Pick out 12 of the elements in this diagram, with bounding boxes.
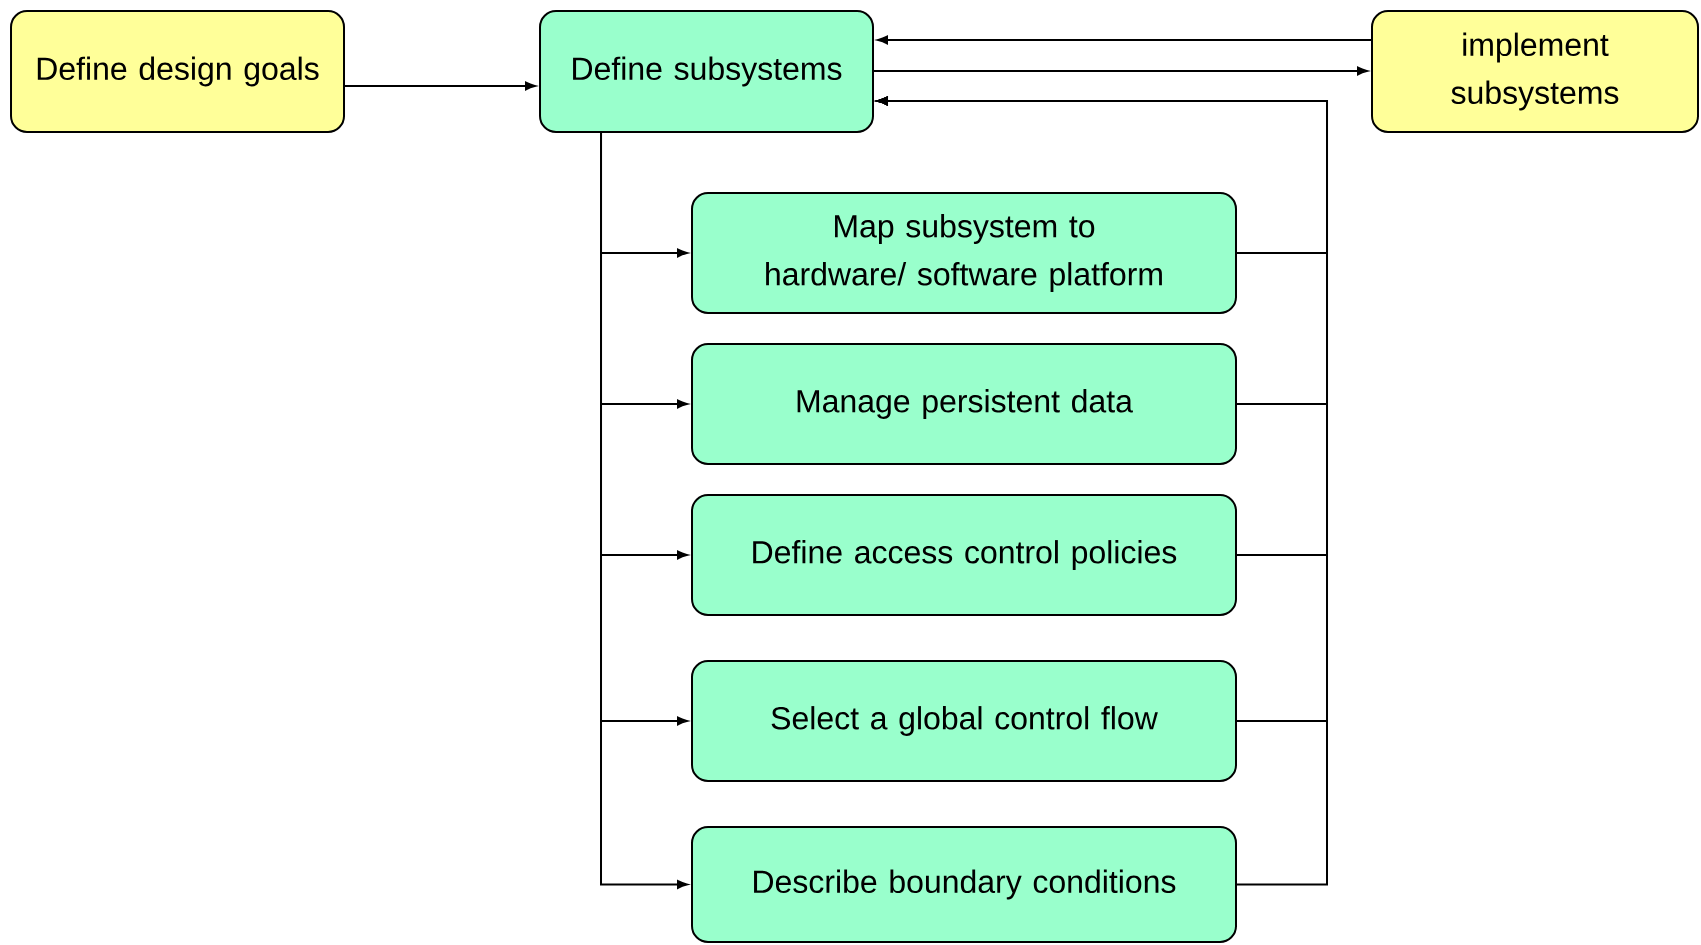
- arrow: [877, 35, 1372, 45]
- arrow: [344, 81, 536, 91]
- process-box: Manage persistent data: [691, 343, 1237, 465]
- arrow: [873, 66, 1368, 76]
- process-box: Map subsystem to hardware/ software platform: [691, 192, 1237, 314]
- process-box: implement subsystems: [1371, 10, 1699, 133]
- process-box: Describe boundary conditions: [691, 826, 1237, 943]
- arrow: [877, 96, 1328, 886]
- process-box: Define subsystems: [539, 10, 874, 133]
- process-box: Define access control policies: [691, 494, 1237, 616]
- process-box: Define design goals: [10, 10, 345, 133]
- process-box: Select a global control flow: [691, 660, 1237, 782]
